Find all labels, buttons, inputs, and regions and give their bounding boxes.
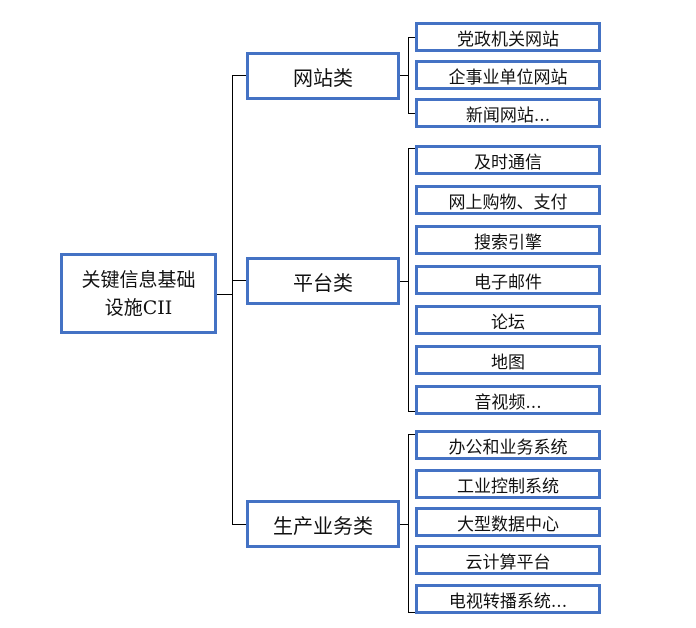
category-node-platforms: 平台类 — [246, 257, 400, 305]
production-bracket-top-tick — [408, 434, 415, 435]
platform-bracket-top-tick — [408, 148, 415, 149]
category-node-websites: 网站类 — [246, 52, 400, 100]
leaf-node: 论坛 — [415, 305, 601, 335]
website-bracket-bottom-tick — [408, 113, 415, 114]
category-node-production-business: 生产业务类 — [246, 500, 400, 548]
category-label: 平台类 — [293, 270, 353, 295]
leaf-node: 党政机关网站 — [415, 22, 601, 52]
leaf-label: 电视转播系统... — [448, 591, 568, 612]
leaf-node: 工业控制系统 — [415, 469, 601, 499]
main-bracket-bottom-tick — [232, 524, 246, 525]
platform-bracket-bottom-tick — [408, 411, 415, 412]
leaf-node: 电子邮件 — [415, 265, 601, 295]
leaf-node: 搜索引擎 — [415, 225, 601, 255]
main-bracket-top-tick — [232, 75, 246, 76]
leaf-node: 音视频... — [415, 385, 601, 415]
leaf-label: 新闻网站... — [465, 105, 551, 126]
category-label: 生产业务类 — [273, 513, 373, 538]
main-bracket-mid-tick — [232, 280, 246, 281]
root-connector — [217, 294, 232, 295]
root-label-line2: 设施CII — [104, 296, 173, 319]
main-bracket-vertical — [232, 75, 233, 525]
leaf-label: 地图 — [491, 352, 525, 373]
leaf-label: 工业控制系统 — [457, 476, 559, 497]
website-bracket-top-tick — [408, 37, 415, 38]
production-bracket-vertical — [408, 434, 409, 613]
root-label-line1: 关键信息基础 — [81, 268, 196, 291]
leaf-label: 及时通信 — [474, 152, 542, 173]
leaf-node: 新闻网站... — [415, 98, 601, 128]
leaf-node: 企事业单位网站 — [415, 60, 601, 90]
leaf-label: 党政机关网站 — [457, 29, 559, 50]
clipped-caption-strip — [0, 619, 696, 628]
leaf-node: 及时通信 — [415, 145, 601, 175]
leaf-label: 论坛 — [491, 312, 525, 333]
leaf-label: 网上购物、支付 — [448, 192, 568, 213]
website-connector — [400, 75, 408, 76]
production-bracket-bottom-tick — [408, 612, 415, 613]
leaf-label: 办公和业务系统 — [448, 437, 568, 458]
production-connector — [400, 524, 408, 525]
leaf-node: 地图 — [415, 345, 601, 375]
leaf-label: 电子邮件 — [474, 272, 542, 293]
leaf-node: 办公和业务系统 — [415, 430, 601, 460]
platform-connector — [400, 281, 408, 282]
category-label: 网站类 — [293, 65, 353, 90]
leaf-node: 网上购物、支付 — [415, 185, 601, 215]
leaf-node: 电视转播系统... — [415, 584, 601, 614]
root-node-cii: 关键信息基础 设施CII — [60, 253, 217, 334]
platform-bracket-vertical — [408, 148, 409, 412]
leaf-label: 大型数据中心 — [457, 514, 559, 535]
leaf-node: 云计算平台 — [415, 545, 601, 575]
leaf-node: 大型数据中心 — [415, 507, 601, 537]
leaf-label: 音视频... — [474, 392, 542, 413]
website-bracket-vertical — [408, 37, 409, 114]
leaf-label: 搜索引擎 — [474, 232, 542, 253]
leaf-label: 云计算平台 — [465, 552, 551, 573]
leaf-label: 企事业单位网站 — [448, 67, 568, 88]
